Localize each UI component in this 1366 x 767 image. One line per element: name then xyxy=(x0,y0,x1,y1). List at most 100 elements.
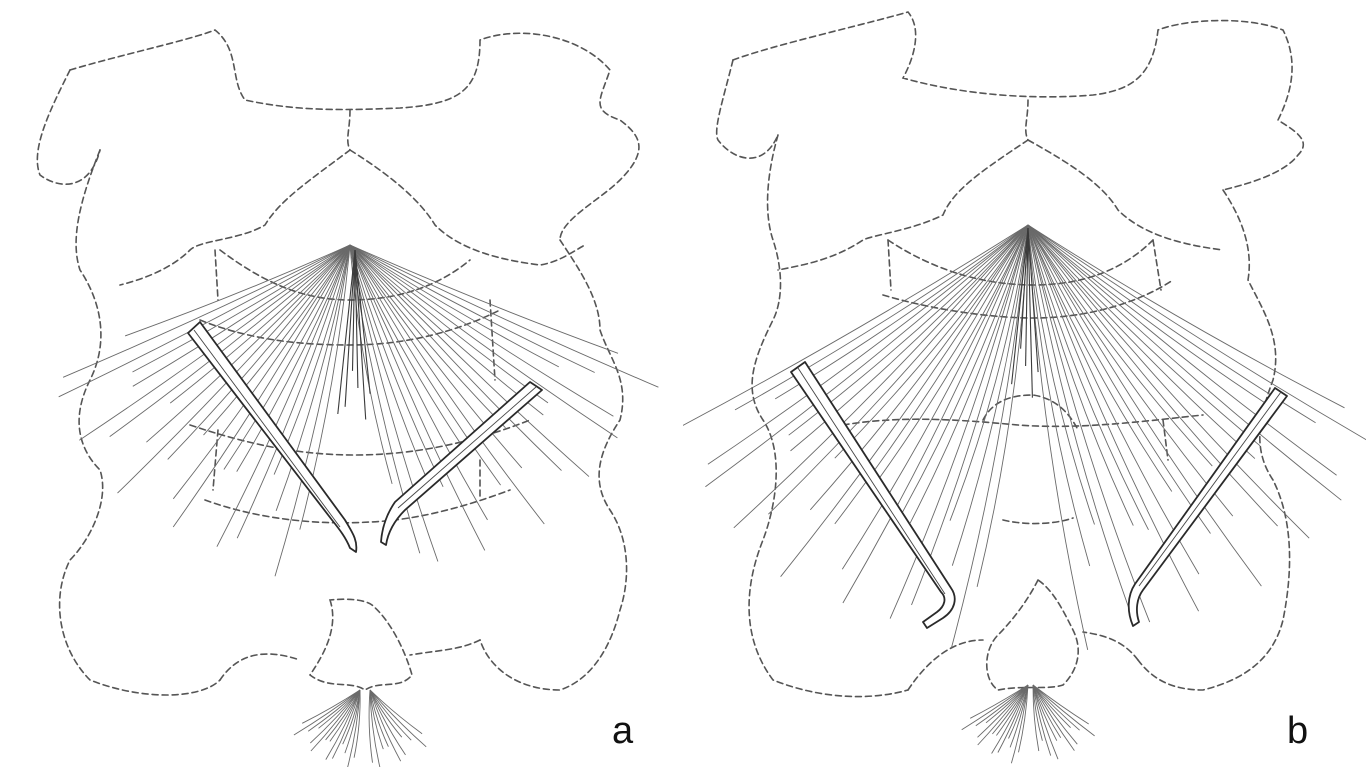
median-notch-outline xyxy=(777,99,1030,271)
muscle-fiber xyxy=(734,224,1029,411)
muscle-fiber xyxy=(349,244,549,404)
muscle-fiber xyxy=(169,244,351,404)
muscle-fiber xyxy=(997,684,1029,753)
forceps-right-arm xyxy=(1127,387,1288,627)
anal-papilla-outline xyxy=(308,598,413,691)
muscle-fiber xyxy=(172,244,351,500)
muscle-fiber xyxy=(949,224,1029,521)
muscle-fiber xyxy=(889,224,1029,619)
muscle-fiber xyxy=(733,224,1029,529)
segment-outlines xyxy=(715,11,1305,698)
muscle-fiber xyxy=(977,684,1029,746)
muscle-fiber xyxy=(368,689,373,763)
muscle-fiber xyxy=(896,224,1029,524)
muscle-fiber xyxy=(1027,224,1261,447)
muscle-fiber xyxy=(1027,224,1199,612)
muscle-fiber xyxy=(274,244,351,577)
anterior-segment-outline xyxy=(732,11,1305,191)
muscle-fiber xyxy=(768,224,1029,515)
muscle-fiber xyxy=(1027,224,1366,441)
muscle-fiber xyxy=(349,244,595,373)
median-window-outline xyxy=(982,394,1079,431)
muscle-fiber xyxy=(369,689,427,748)
muscle-fiber xyxy=(349,244,501,486)
muscle-fiber xyxy=(349,244,523,469)
muscle-fiber xyxy=(349,244,488,521)
median-notch-outline xyxy=(119,109,352,286)
right-body-outline xyxy=(479,239,628,691)
muscle-fiber xyxy=(951,224,1029,566)
muscle-fiber xyxy=(236,244,351,539)
muscle-fiber xyxy=(203,244,351,436)
muscle-fiber xyxy=(1027,224,1342,501)
muscle-fiber xyxy=(1032,684,1059,760)
left-lobe-outline xyxy=(715,59,779,159)
muscle-fiber xyxy=(332,689,361,759)
inner-arc-4 xyxy=(204,489,511,524)
muscle-fiber xyxy=(354,249,371,394)
muscle-fiber xyxy=(62,244,351,378)
panel-b: b xyxy=(683,0,1366,767)
anal-papilla-outline xyxy=(986,578,1079,691)
muscle-fiber xyxy=(349,244,468,454)
muscle-fiber xyxy=(275,244,351,512)
inner-arc-1 xyxy=(887,239,1154,286)
muscle-fiber xyxy=(342,689,361,745)
lateral-inner-b xyxy=(887,239,1169,461)
muscle-fiber xyxy=(349,244,506,429)
muscle-fiber xyxy=(1020,227,1029,349)
muscle-fiber xyxy=(1027,224,1134,526)
muscle-fiber xyxy=(961,684,1029,731)
inner-arc-3 xyxy=(842,414,1204,428)
muscle-fiber xyxy=(1027,224,1345,409)
right-body-outline xyxy=(1137,189,1291,691)
muscle-fiber xyxy=(307,689,361,732)
muscle-fiber xyxy=(1027,227,1039,373)
muscle-fiber xyxy=(146,244,351,443)
muscle-fiber xyxy=(349,244,444,487)
panel-label-a: a xyxy=(612,710,634,752)
inner-arc-2 xyxy=(199,309,501,346)
median-notch-outline-right xyxy=(1027,139,1224,251)
muscle-fiber xyxy=(349,244,486,551)
muscle-fiber xyxy=(349,244,618,439)
muscle-fiber xyxy=(1032,684,1078,745)
illustration-a xyxy=(36,29,659,767)
muscle-fiber xyxy=(1027,224,1200,575)
muscle-fiber xyxy=(1032,684,1040,752)
forceps-left-arm xyxy=(790,361,956,629)
muscle-fiber xyxy=(683,224,1029,426)
muscle-fiber xyxy=(1027,224,1256,459)
panel-label-b: b xyxy=(1287,710,1309,752)
muscle-fiber xyxy=(909,224,1029,524)
muscle-fibers xyxy=(58,244,659,767)
anterior-segment-outline xyxy=(69,29,640,241)
muscle-fiber xyxy=(834,224,1029,459)
muscle-fiber xyxy=(1032,684,1052,756)
muscle-fiber xyxy=(369,689,423,735)
left-body-outline xyxy=(748,134,909,698)
muscle-fiber xyxy=(1018,684,1029,753)
inner-arc-4 xyxy=(1002,517,1074,525)
muscle-fiber xyxy=(349,244,590,477)
forceps xyxy=(790,361,1288,629)
muscle-fiber xyxy=(369,689,406,756)
muscle-fiber xyxy=(873,224,1029,487)
muscle-fiber xyxy=(353,689,361,758)
muscle-fiber xyxy=(124,244,351,337)
inner-arc-2 xyxy=(882,279,1174,319)
muscle-fiber xyxy=(58,244,351,398)
muscle-fiber xyxy=(301,689,361,724)
forceps xyxy=(187,321,543,553)
segment-outlines xyxy=(36,29,640,696)
muscle-fiber xyxy=(349,244,619,354)
muscle-fiber xyxy=(705,224,1029,488)
muscle-fiber xyxy=(349,244,659,388)
muscle-fiber xyxy=(132,244,351,373)
muscle-fiber xyxy=(1027,224,1213,467)
muscle-fiber xyxy=(1027,224,1131,612)
muscle-fiber xyxy=(1027,224,1151,623)
muscle-fiber xyxy=(841,224,1029,570)
muscle-fiber xyxy=(1027,224,1274,409)
median-notch-outline-right xyxy=(349,149,586,266)
